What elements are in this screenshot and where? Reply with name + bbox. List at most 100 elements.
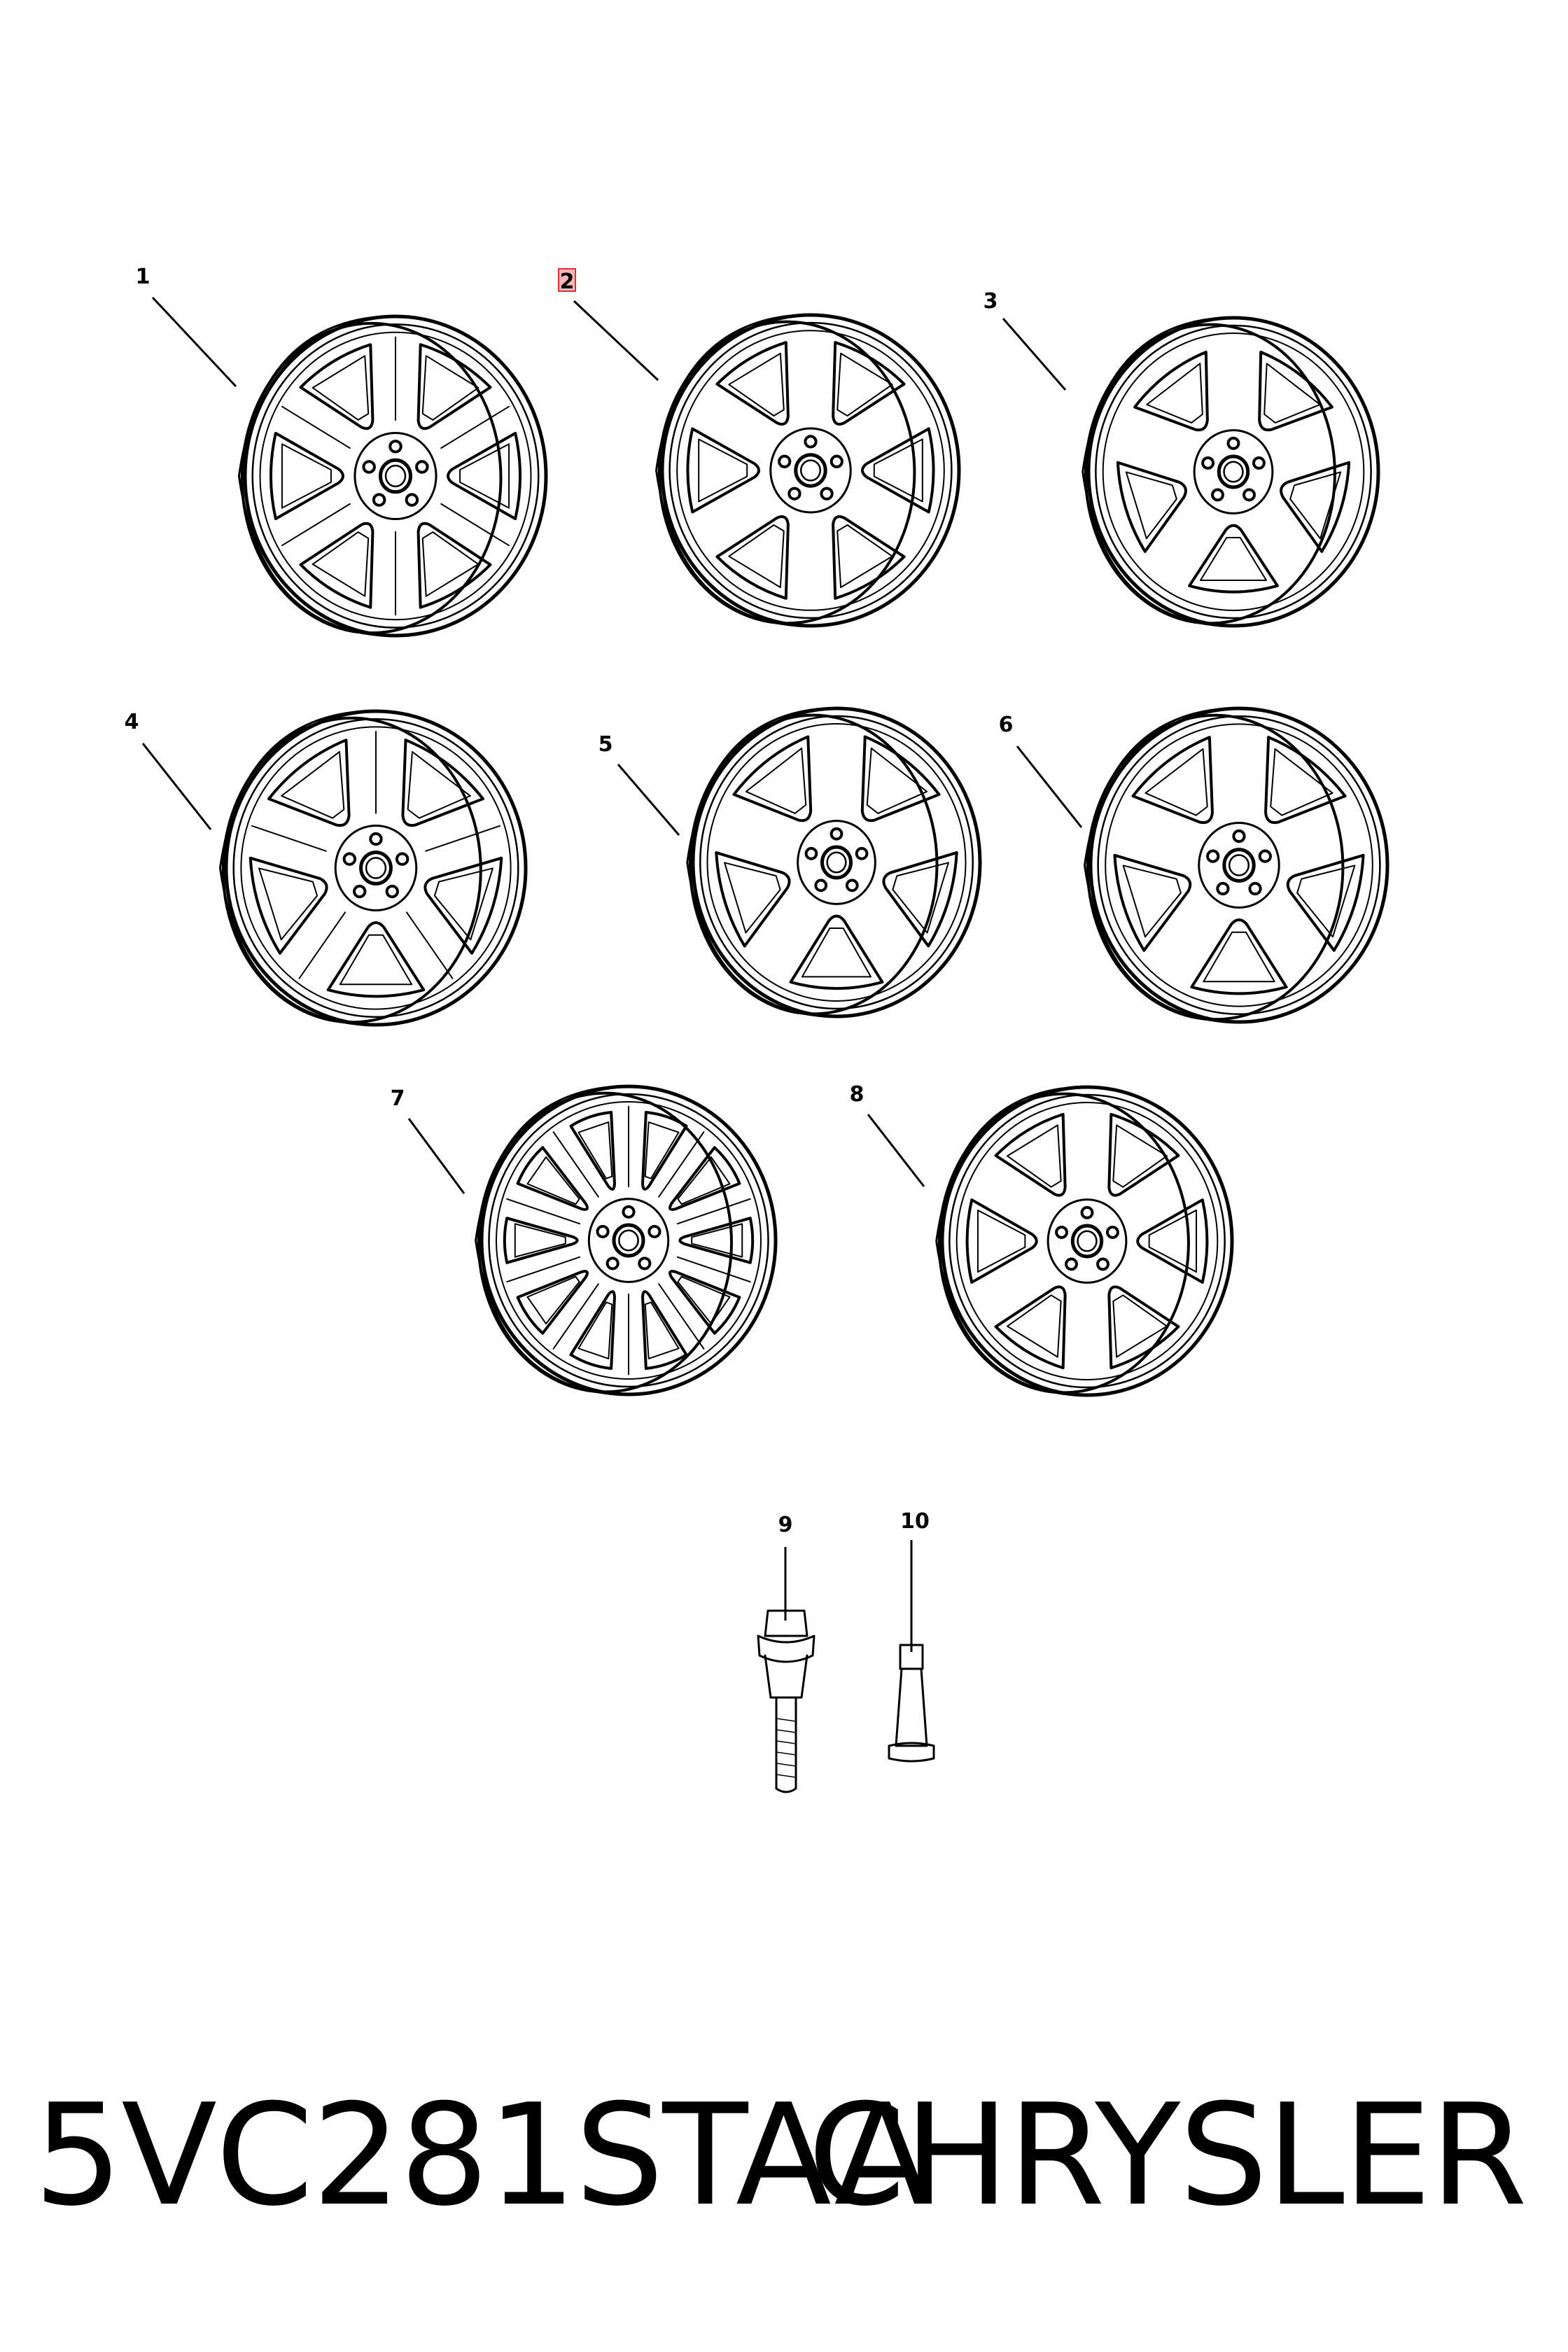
wheel-opening-inset <box>514 1223 566 1258</box>
lug-bolt-body <box>764 1609 808 1637</box>
callout-number-3[interactable]: 3 <box>983 289 998 314</box>
lug-bolt-body <box>764 1654 808 1699</box>
wheel-spoke-opening <box>715 341 790 426</box>
lug-hole <box>1211 488 1224 502</box>
wheel-opening-inset <box>526 1275 580 1325</box>
wheel-opening-inset <box>677 1156 731 1205</box>
wheel-spoke-opening <box>1113 853 1192 952</box>
wheel-center-bore <box>359 850 393 886</box>
wheel-spoke-opening <box>860 427 935 514</box>
wheel-spoke-groove <box>298 911 346 979</box>
wheel-opening-inset <box>258 867 318 941</box>
lug-hole <box>1232 829 1246 844</box>
footer: 5VC281STAA CHRYSLER <box>0 2079 1568 2233</box>
lug-hole <box>1065 1257 1078 1271</box>
wheel-hub-face <box>769 427 852 514</box>
wheel-spoke-opening <box>668 1270 741 1335</box>
wheel-spoke-opening <box>1136 1198 1209 1284</box>
lug-hole <box>405 493 419 507</box>
wheel-spoke-opening <box>715 515 790 600</box>
wheel-opening-inset <box>836 524 893 589</box>
wheel-center-bore <box>794 453 827 488</box>
wheel-spoke-groove <box>506 1198 581 1225</box>
callout-number-7[interactable]: 7 <box>391 1086 405 1111</box>
wheel-spoke-opening <box>299 343 374 430</box>
wheel-spoke-opening <box>424 856 503 955</box>
wheel-opening-inset <box>644 1121 680 1180</box>
wheel-opening-inset <box>312 355 370 421</box>
wheel-opening-inset <box>312 531 370 597</box>
lug-bolt-thread <box>776 1740 797 1744</box>
wheel-opening-inset <box>1200 537 1267 581</box>
wheel-spoke-opening <box>1188 524 1279 594</box>
wheel-opening-inset <box>745 747 807 814</box>
lug-hole <box>342 852 357 866</box>
lug-hole <box>1105 1225 1119 1239</box>
wheel-hub-face <box>1198 822 1280 909</box>
wheel-spoke-groove <box>440 405 510 449</box>
lug-hole <box>638 1256 652 1270</box>
wheel-opening-inset <box>698 438 748 503</box>
wheel-opening-inset <box>1203 931 1275 983</box>
lug-hole <box>372 493 386 507</box>
lug-hole <box>415 460 429 474</box>
lug-hole <box>1258 849 1272 863</box>
wheel-spoke-opening <box>860 735 941 822</box>
wheel-opening-inset <box>1125 471 1177 540</box>
lug-bolt-thread <box>776 1751 797 1756</box>
callout-9: 9 <box>757 1513 816 1793</box>
callout-5: 5 <box>598 706 982 1018</box>
lug-hole <box>648 1224 662 1238</box>
wheel-rim-lip <box>668 321 953 620</box>
wheel-spoke-groove <box>658 1131 705 1198</box>
lug-hole <box>353 884 367 899</box>
callout-number-6[interactable]: 6 <box>999 713 1014 737</box>
wheel-opening-inset <box>873 438 923 503</box>
wheel-opening-inset <box>728 524 785 589</box>
wheel-spoke-opening <box>994 1285 1067 1370</box>
callout-number-2[interactable]: 2 <box>560 270 575 294</box>
callout-number-4[interactable]: 4 <box>125 710 139 734</box>
wheel-spoke-opening <box>1280 461 1351 553</box>
wheel-spoke-opening <box>447 431 522 521</box>
callout-number-9[interactable]: 9 <box>778 1513 793 1537</box>
wheel-opening-inset <box>976 1209 1026 1273</box>
lug-bolt-thread <box>776 1763 797 1767</box>
wheel-spoke-opening <box>832 515 906 600</box>
leader-line <box>1016 746 1083 828</box>
part-number: 5VC281STAA <box>34 2074 930 2237</box>
wheel-opening-inset <box>459 443 510 509</box>
callout-number-1[interactable]: 1 <box>136 265 150 289</box>
wheel-spoke-opening <box>686 427 761 514</box>
callout-number-8[interactable]: 8 <box>850 1082 864 1107</box>
wheel-spoke-opening <box>994 1112 1067 1197</box>
wheel-outer-rim <box>1088 706 1390 1024</box>
wheel-opening-inset <box>281 750 345 819</box>
lug-hole <box>788 486 802 500</box>
wheel-hub-face <box>1193 429 1274 514</box>
wheel-spoke-opening <box>641 1290 688 1370</box>
wheel-spoke-opening <box>401 738 484 827</box>
wheel-center-bore <box>1222 848 1256 883</box>
lug-hole <box>596 1224 610 1238</box>
wheel-opening-inset <box>578 1301 613 1359</box>
lug-hole <box>814 878 828 892</box>
wheel-center-cap <box>1223 461 1244 483</box>
wheel-barrel <box>1082 316 1223 627</box>
wheel-spoke-opening <box>1107 1112 1180 1197</box>
wheel-opening-inset <box>339 934 413 986</box>
lug-hole <box>1252 456 1266 470</box>
lug-hole <box>855 847 869 860</box>
wheel-outer-rim <box>660 313 961 628</box>
wheel-opening-inset <box>1007 1294 1062 1358</box>
wheel-spoke-opening <box>299 522 374 609</box>
wheel-spoke-opening <box>789 914 884 990</box>
wheel-outer-rim <box>224 709 528 1027</box>
leader-line <box>867 1114 925 1187</box>
callout-number-10[interactable]: 10 <box>900 1509 930 1534</box>
wheel-opening-inset <box>433 867 493 941</box>
wheel-rim-lip <box>232 718 519 1018</box>
wheel-spoke-groove <box>506 1256 581 1283</box>
lug-hole <box>622 1205 636 1219</box>
callout-number-5[interactable]: 5 <box>598 732 613 757</box>
